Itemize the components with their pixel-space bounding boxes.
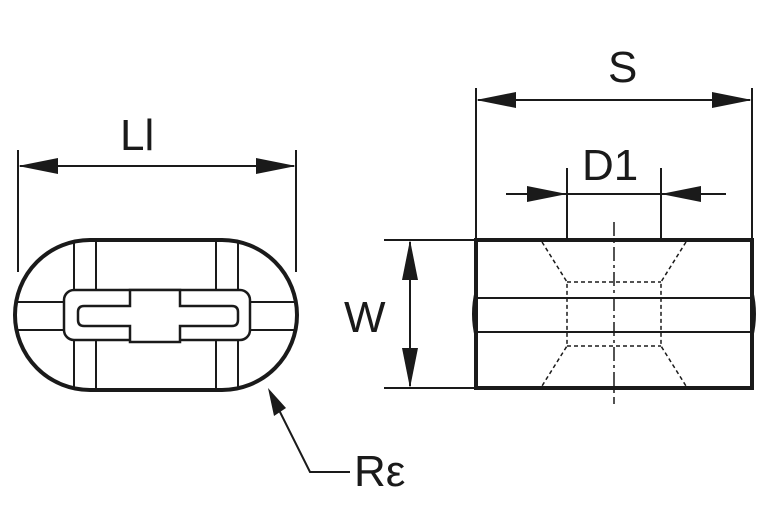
hidden-bore-left — [541, 241, 568, 387]
front-view — [13, 150, 350, 473]
s-arrow-left — [476, 92, 516, 108]
ll-arrow-left — [18, 158, 58, 174]
label-ll: Ll — [120, 111, 154, 160]
label-radius: Rε — [354, 447, 405, 496]
s-arrow-right — [712, 92, 752, 108]
label-d1: D1 — [582, 141, 638, 190]
d1-arrow-right — [661, 186, 701, 202]
d1-arrow-left — [527, 186, 567, 202]
label-s: S — [608, 43, 637, 92]
w-arrow-top — [402, 240, 418, 280]
end-bulge-left — [472, 289, 477, 339]
side-view — [384, 88, 756, 404]
ll-arrow-right — [256, 158, 296, 174]
radius-leader — [269, 391, 350, 473]
end-bulge-right — [751, 289, 756, 339]
hidden-bore-right — [660, 241, 687, 387]
core-outline — [13, 238, 299, 392]
label-w: W — [344, 293, 386, 342]
side-body — [474, 238, 754, 390]
radius-arrow — [268, 388, 286, 416]
slot-inner-cross — [76, 288, 240, 344]
w-arrow-bottom — [402, 348, 418, 388]
